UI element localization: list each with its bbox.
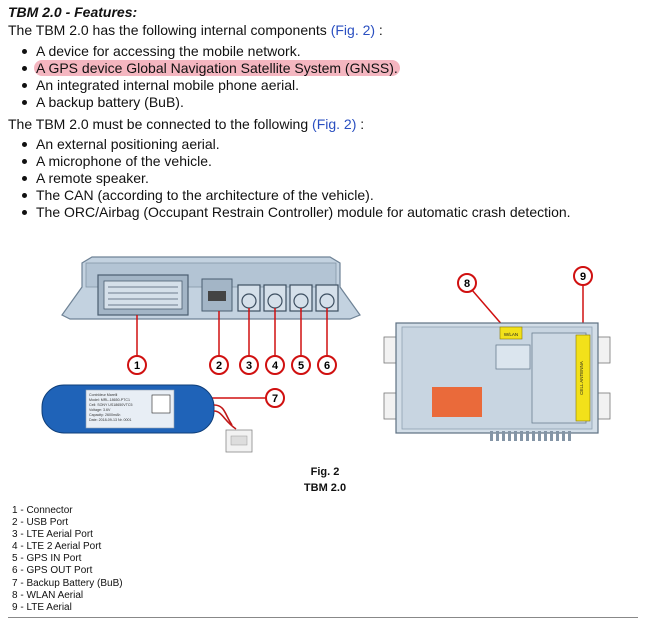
tbm-unit-front: [61, 256, 361, 320]
callout-2: 2: [209, 355, 229, 375]
callout-9: 9: [573, 266, 593, 286]
legend-item: 6 - GPS OUT Port: [12, 565, 93, 577]
intro-internal: The TBM 2.0 has the following internal c…: [8, 22, 383, 38]
list-item: An integrated internal mobile phone aeri…: [20, 77, 400, 94]
list-item: The ORC/Airbag (Occupant Restrain Contro…: [20, 204, 571, 221]
intro-internal-tail: :: [375, 22, 383, 38]
connector-pins: [108, 286, 178, 306]
callout-number: 3: [246, 360, 252, 372]
callout-5: 5: [291, 355, 311, 375]
figure-caption-number: Fig. 2: [310, 466, 340, 478]
intro-external: The TBM 2.0 must be connected to the fol…: [8, 116, 364, 132]
intro-internal-text: The TBM 2.0 has the following internal c…: [8, 22, 331, 38]
intro-external-text: The TBM 2.0 must be connected to the fol…: [8, 116, 313, 132]
callout-number: 6: [324, 360, 330, 372]
orange-module: [432, 387, 482, 417]
battery-label-line: Capacity: 2600mAh: [89, 413, 120, 417]
legend-item: 7 - Backup Battery (BuB): [12, 577, 123, 589]
fig-ref-link[interactable]: (Fig. 2): [330, 22, 376, 38]
figure-legend: 1 - Connector 2 - USB Port 3 - LTE Aeria…: [12, 505, 123, 614]
qr-code-icon: [151, 394, 171, 414]
list-item: An external positioning aerial.: [20, 136, 571, 153]
callout-8: 8: [457, 273, 477, 293]
battery-label-line: Voltage: 3.6V: [89, 408, 111, 412]
list-item: A remote speaker.: [20, 170, 571, 187]
legend-item: 1 - Connector: [12, 505, 73, 516]
callout-4: 4: [265, 355, 285, 375]
fig-ref-link[interactable]: (Fig. 2): [312, 116, 357, 132]
callout-markers: 1 2 3 4 5 6 7 8 9: [127, 266, 593, 408]
section-heading: TBM 2.0 - Features:: [8, 4, 138, 20]
callout-number: 9: [580, 271, 586, 283]
legend-item: 9 - LTE Aerial: [12, 601, 72, 613]
battery-label-line: Date: 2018-09-13 Nr. 0001: [89, 418, 132, 422]
callout-number: 4: [272, 360, 279, 372]
lte-aerial-patch: [575, 334, 591, 422]
battery-wires: [213, 404, 237, 430]
callout-3: 3: [239, 355, 259, 375]
intro-external-tail: :: [356, 116, 365, 132]
legend-item: 8 - WLAN Aerial: [12, 589, 84, 601]
callout-lines: [136, 285, 584, 399]
tbm-unit-top: W/LAN CELL ANTENNA: [383, 322, 611, 441]
legend-item: 3 - LTE Aerial Port: [12, 529, 93, 541]
legend-item: 4 - LTE 2 Aerial Port: [12, 541, 102, 553]
internal-components-list: A device for accessing the mobile networ…: [20, 43, 400, 111]
callout-number: 5: [298, 360, 304, 372]
figure-caption-title: TBM 2.0: [303, 482, 347, 494]
legend-item: 2 - USB Port: [12, 517, 69, 529]
battery-label-line: Cell: SONY US18650VTC5: [89, 403, 132, 407]
callout-number: 2: [216, 360, 222, 372]
list-item: The CAN (according to the architecture o…: [20, 187, 571, 204]
list-item: A GPS device Global Navigation Satellite…: [20, 60, 400, 77]
wlan-mark: W/LAN: [504, 332, 518, 337]
callout-number: 1: [134, 360, 140, 372]
battery-label-line: Contrôleur Marelli: [89, 393, 118, 397]
aerial-ports: [237, 284, 339, 312]
tbm-figure: Contrôleur Marelli Model: MRL-18650-PTC1…: [41, 256, 611, 453]
legend-item: 5 - GPS IN Port: [12, 553, 82, 565]
list-item: A backup battery (BuB).: [20, 94, 400, 111]
bottom-fins: [490, 431, 571, 441]
battery-label-line: Model: MRL-18650-PTC1: [89, 398, 130, 402]
backup-battery-illustration: Contrôleur Marelli Model: MRL-18650-PTC1…: [41, 384, 253, 453]
callout-number: 8: [464, 278, 470, 290]
callout-6: 6: [317, 355, 337, 375]
external-connections-list: An external positioning aerial. A microp…: [20, 136, 571, 221]
bottom-divider: [8, 617, 638, 618]
callout-7: 7: [265, 388, 285, 408]
callout-number: 7: [272, 393, 278, 405]
callout-1: 1: [127, 355, 147, 375]
lte-mark: CELL ANTENNA: [579, 361, 584, 395]
list-item: A microphone of the vehicle.: [20, 153, 571, 170]
highlighted-text: A GPS device Global Navigation Satellite…: [34, 60, 400, 76]
list-item: A device for accessing the mobile networ…: [20, 43, 400, 60]
wlan-aerial-patch: [499, 326, 523, 340]
